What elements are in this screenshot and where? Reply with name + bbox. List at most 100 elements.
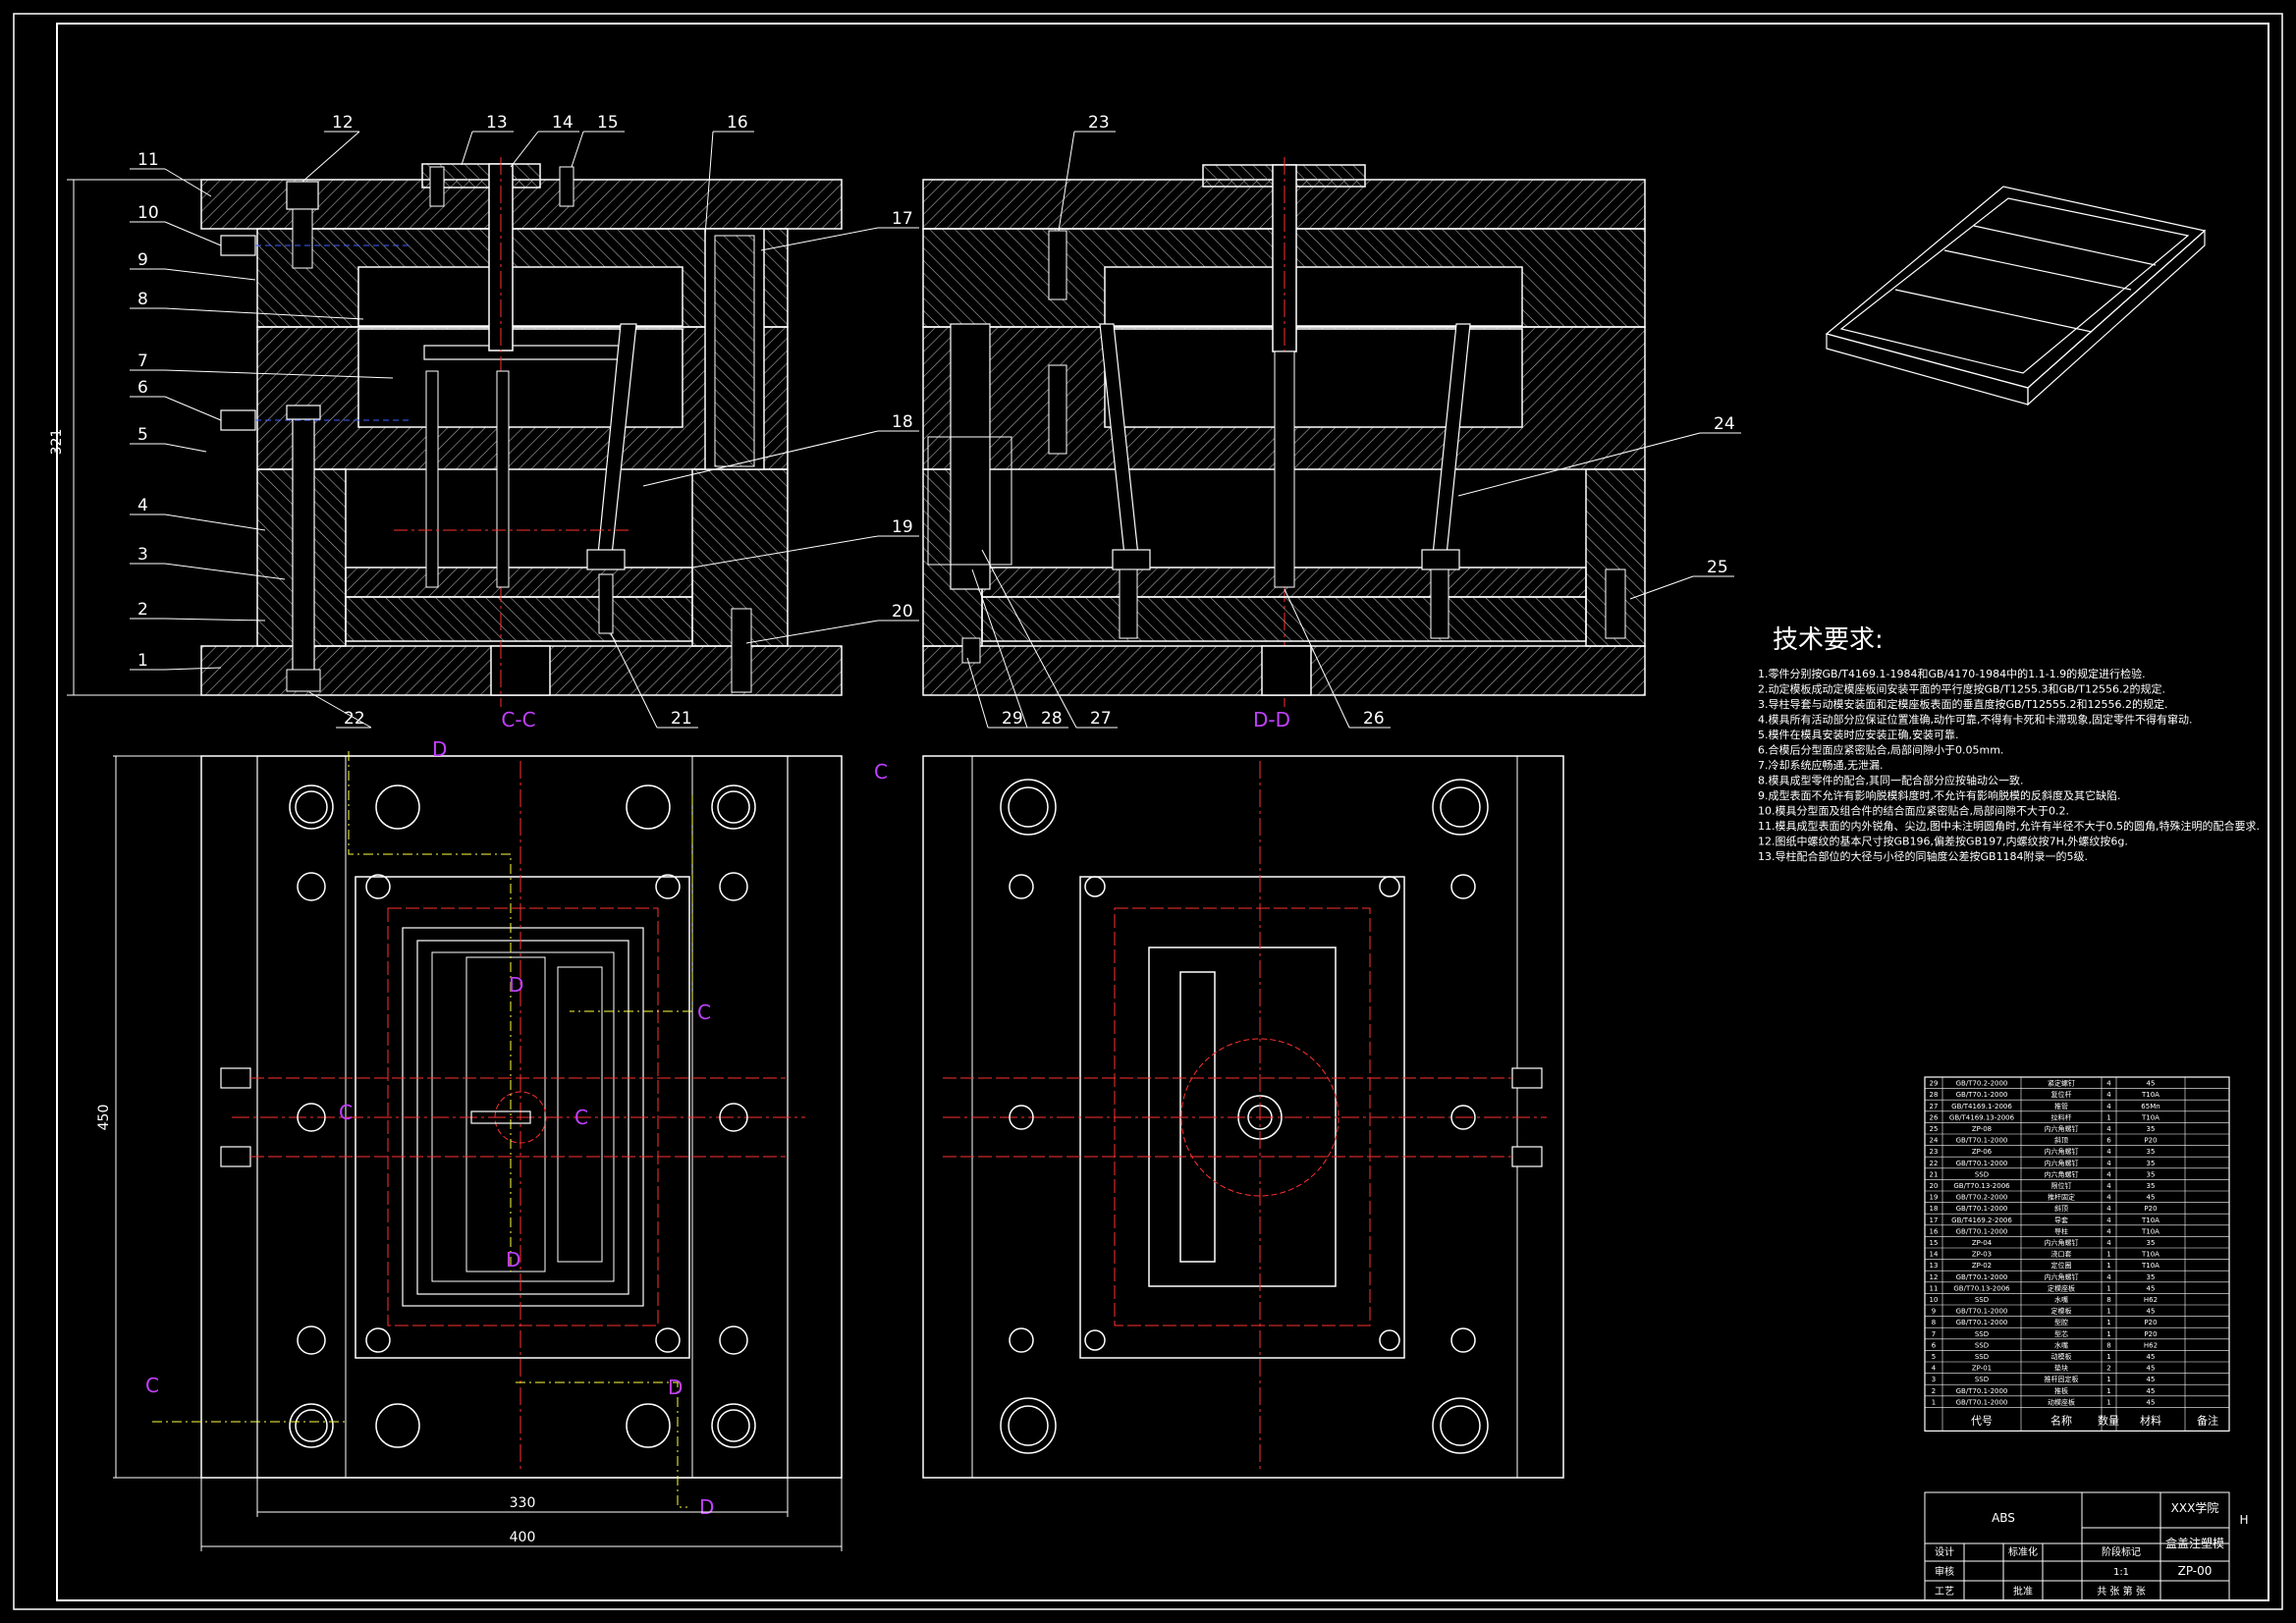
balloon-leader	[760, 227, 879, 251]
balloon-18: 18	[892, 412, 913, 432]
balloon-leader	[164, 667, 222, 671]
bom-cell: 1	[1932, 1398, 1936, 1406]
bom-cell: 垫块	[2054, 1364, 2068, 1373]
bom-cell: GB/T4169.1-2006	[1951, 1103, 2012, 1110]
bom-cell: 65Mn	[2141, 1103, 2159, 1110]
bom-cell: 15	[1930, 1239, 1939, 1247]
bom-cell: 45	[2147, 1080, 2156, 1088]
bom-cell: 45	[2147, 1308, 2156, 1316]
dimension-321: 321	[49, 179, 201, 696]
bom-cell: ZP-01	[1972, 1365, 1992, 1373]
technical-requirements: 技术要求: 1.零件分别按GB/T4169.1-1984和GB/4170-198…	[1758, 625, 2260, 863]
bom-cell: 4	[2106, 1217, 2111, 1224]
bom-cell: 45	[2147, 1376, 2156, 1383]
bom-cell: 1	[2106, 1319, 2110, 1326]
bom-cell: ZP-04	[1972, 1239, 1993, 1247]
svg-text:ZP-00: ZP-00	[2178, 1564, 2213, 1578]
bom-cell: H62	[2144, 1296, 2158, 1304]
svg-text:标准化: 标准化	[2008, 1545, 2038, 1558]
bom-cell: 45	[2147, 1398, 2156, 1406]
svg-text:审核: 审核	[1935, 1565, 1954, 1578]
balloon-13: 13	[486, 113, 508, 133]
bom-cell: GB/T70.13-2006	[1953, 1284, 2010, 1292]
tech-note: 8.模具成型零件的配合,其同一配合部分应按轴动公一致.	[1758, 774, 2024, 787]
bom-cell: GB/T70.1-2000	[1956, 1137, 2008, 1145]
bom-header-cell: 材料	[2140, 1413, 2161, 1427]
balloon-10: 10	[137, 203, 159, 223]
bom-cell: 推管	[2054, 1102, 2068, 1110]
bom-cell: 45	[2147, 1353, 2156, 1361]
bom-cell: GB/T70.1-2000	[1956, 1205, 2008, 1213]
balloon-11: 11	[137, 150, 159, 170]
bom-cell: 4	[2106, 1273, 2111, 1281]
bom-cell: 内六角螺钉	[2045, 1159, 2079, 1167]
tech-note: 12.图纸中螺纹的基本尺寸按GB196,偏差按GB197,内螺纹按7H,外螺纹按…	[1758, 835, 2128, 848]
tech-note: 7.冷却系统应畅通,无泄漏.	[1758, 758, 1884, 772]
bom-cell: GB/T70.2-2000	[1956, 1194, 2008, 1202]
balloon-21: 21	[671, 709, 692, 729]
balloon-27: 27	[1090, 709, 1112, 729]
bom-cell: T10A	[2141, 1227, 2159, 1235]
bom-cell: SSD	[1975, 1296, 1989, 1304]
svg-text:H: H	[2239, 1513, 2248, 1527]
balloon-9: 9	[137, 250, 148, 270]
svg-text:C: C	[874, 760, 888, 784]
balloon-leader	[164, 443, 207, 453]
balloon-25: 25	[1707, 558, 1728, 577]
bom-cell: 1	[2106, 1284, 2110, 1292]
bom-cell: 4	[2106, 1125, 2111, 1133]
bom-cell: GB/T70.13-2006	[1953, 1182, 2010, 1190]
bom-header-cell: 名称	[2050, 1413, 2072, 1427]
balloon-leader	[691, 535, 879, 568]
dimensions-plan: 450 330 400	[96, 755, 843, 1551]
bom-cell: 限位钉	[2051, 1181, 2072, 1190]
bom-cell: 导柱	[2054, 1226, 2068, 1235]
svg-text:C: C	[339, 1101, 353, 1124]
bom-cell: 推杆固定板	[2045, 1375, 2079, 1383]
tech-note: 10.模具分型面及组合件的结合面应紧密贴合,局部间隙不大于0.2.	[1758, 804, 2069, 818]
bom-cell: SSD	[1975, 1376, 1989, 1383]
tech-note: 11.模具成型表面的内外锐角、尖边,图中未注明圆角时,允许有半径不大于0.5的圆…	[1758, 819, 2260, 833]
bom-cell: 定位圈	[2051, 1261, 2072, 1270]
tech-note: 3.导柱导套与动模安装面和定模座板表面的垂直度按GB/T12555.2和1255…	[1758, 697, 2167, 711]
tech-note: 4.模具所有活动部分应保证位置准确,动作可靠,不得有卡死和卡滞现象,固定零件不得…	[1758, 713, 2192, 727]
balloon-leader	[164, 396, 222, 421]
balloon-leader	[164, 168, 212, 197]
bom-cell: 35	[2147, 1273, 2156, 1281]
bom-cell: 2	[1932, 1387, 1936, 1395]
svg-text:D: D	[668, 1376, 683, 1399]
bom-cell: 4	[2106, 1182, 2111, 1190]
balloon-leader	[981, 549, 1077, 729]
bom-cell: 45	[2147, 1365, 2156, 1373]
svg-text:321: 321	[49, 429, 65, 456]
bom-cell: 45	[2147, 1194, 2156, 1202]
balloon-28: 28	[1041, 709, 1063, 729]
svg-text:C: C	[697, 1001, 711, 1024]
bom-cell: 2	[2106, 1365, 2110, 1373]
balloon-4: 4	[137, 496, 148, 515]
bom-cell: 内六角螺钉	[2045, 1169, 2079, 1178]
bom-cell: 推杆固定	[2048, 1193, 2075, 1202]
balloon-leader	[642, 430, 879, 487]
balloon-leader	[1629, 575, 1694, 600]
balloon-19: 19	[892, 517, 913, 537]
bom-cell: GB/T70.1-2000	[1956, 1308, 2008, 1316]
svg-text:450: 450	[96, 1105, 112, 1131]
bom-cell: 16	[1930, 1227, 1939, 1235]
bom-cell: 9	[1932, 1308, 1936, 1316]
bom-cell: GB/T4169.2-2006	[1951, 1217, 2012, 1224]
balloon-leader	[1058, 131, 1075, 232]
bom-cell: 1	[2106, 1353, 2110, 1361]
bom-cell: 35	[2147, 1170, 2156, 1178]
bom-cell: T10A	[2141, 1091, 2159, 1099]
bom-cell: 1	[2106, 1387, 2110, 1395]
bom-cell: 1	[2106, 1113, 2110, 1121]
bom-cell: 6	[2106, 1137, 2111, 1145]
bom-cell: 20	[1930, 1182, 1939, 1190]
balloon-17: 17	[892, 209, 913, 229]
bom-cell: 18	[1930, 1205, 1939, 1213]
balloon-leader	[571, 131, 584, 168]
balloon-leader	[704, 131, 714, 237]
